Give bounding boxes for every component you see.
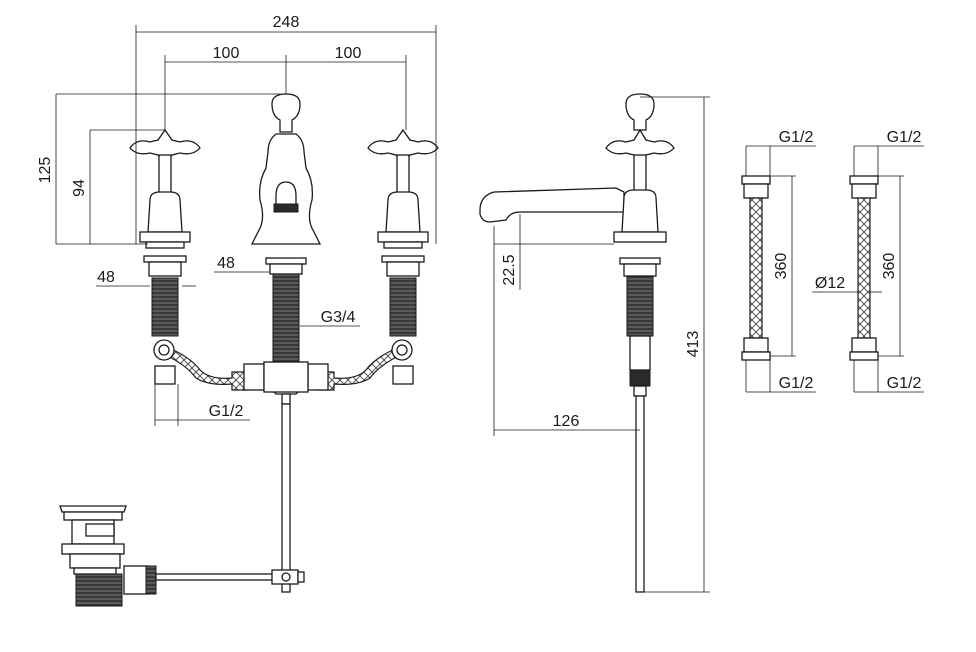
- right-hose-nut: [307, 363, 329, 391]
- dim-hose-a-length: 360: [773, 253, 790, 280]
- dim-48-left: 48: [97, 269, 115, 286]
- center-spout: [250, 93, 322, 593]
- dim-hose-b-length: 360: [881, 253, 898, 280]
- dim-thread-bottom: G1/2: [209, 403, 244, 420]
- dim-hose-diameter: Ø12: [815, 275, 845, 292]
- dim-spout-reach: 126: [553, 413, 580, 430]
- pop-up-waste: [59, 505, 305, 607]
- dim-height-handle: 94: [71, 179, 88, 197]
- left-handle-tap: [129, 128, 201, 385]
- dim-thread-center: G3/4: [321, 309, 356, 326]
- dim-hose-b-bottom: G1/2: [887, 375, 922, 392]
- dim-48-center: 48: [217, 255, 235, 272]
- dim-hose-a-bottom: G1/2: [779, 375, 814, 392]
- dim-spout-height: 22.5: [501, 254, 518, 285]
- dim-overall-height: 413: [685, 331, 702, 358]
- side-spout-arm: [479, 187, 625, 223]
- dim-hose-a-top: G1/2: [779, 129, 814, 146]
- dim-height-total: 125: [37, 157, 54, 184]
- dim-overall-width: 248: [273, 14, 300, 31]
- mixing-body: [263, 361, 309, 393]
- right-handle-tap: [367, 128, 439, 385]
- dim-spacing-right: 100: [335, 45, 362, 62]
- left-hose-nut: [243, 363, 265, 391]
- side-dimension-lines: [493, 96, 710, 593]
- dim-hose-b-top: G1/2: [887, 129, 922, 146]
- side-view: 22.5 126 413: [479, 93, 710, 593]
- dim-spacing-left: 100: [213, 45, 240, 62]
- hose-b: [812, 145, 924, 393]
- front-view: 248 100 100 125 94 48 48 G3/4 G1/2: [37, 14, 439, 607]
- hose-a: [741, 145, 816, 393]
- front-dimension-lines: [55, 25, 437, 426]
